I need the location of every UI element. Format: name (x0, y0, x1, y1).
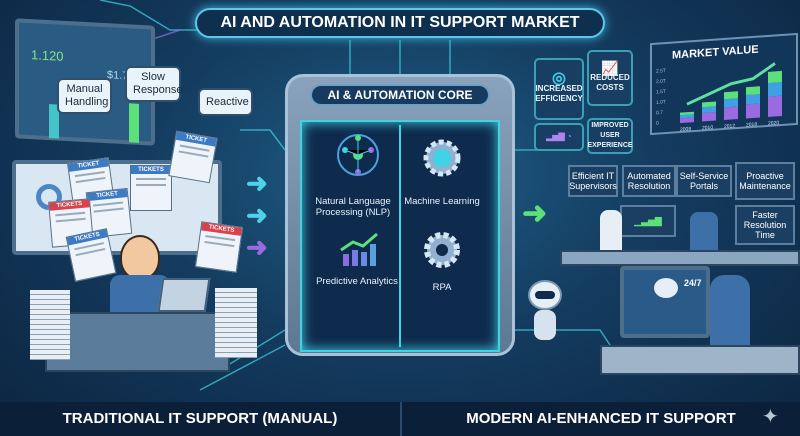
stat-value: 1.120 (31, 47, 64, 64)
network-icon (337, 134, 379, 176)
bar (746, 94, 760, 105)
x-tick-label: 2012 (724, 123, 735, 130)
trend-line (686, 62, 776, 106)
panel-efficient-supervisors: Efficient IT Supervisors (568, 165, 618, 197)
ticket: TICKETS (195, 221, 243, 273)
bar (724, 91, 738, 100)
x-tick-label: 2008 (680, 126, 691, 133)
brain-gear-icon (423, 139, 461, 177)
bubble-reactive: Reactive (198, 88, 253, 116)
arrow-right-icon: ➜ (246, 232, 268, 262)
bar (702, 101, 716, 108)
laptop-icon (157, 278, 211, 312)
arrow-right-icon: ➜ (246, 168, 268, 198)
y-tick-label: 1.5T (656, 89, 666, 96)
y-tick-label: 0 (656, 121, 659, 127)
bar (724, 98, 738, 108)
bar-chart-icon: ▂▅▇ ◔ (546, 132, 572, 141)
panel-self-service-portals: Self-Service Portals (676, 165, 732, 197)
bar (702, 111, 716, 122)
gear-icon (424, 232, 460, 268)
arrow-right-icon: ➜ (522, 197, 548, 230)
bar (768, 82, 782, 97)
bar (680, 111, 694, 116)
core-item-machine-learning: Machine Learning (404, 196, 480, 207)
growth-chart-screen: ▁▃▅▇ (620, 205, 676, 237)
supervisor-figure (690, 212, 718, 256)
bar (724, 106, 738, 120)
bar (680, 114, 694, 119)
core-divider (399, 125, 401, 347)
caption-modern: MODERN AI-ENHANCED IT SUPPORT (400, 402, 800, 436)
paper-stack (30, 290, 70, 360)
supervisor-figure (600, 210, 622, 260)
core-item-nlp: Natural Language Processing (NLP) (315, 196, 391, 218)
y-tick-label: 1.0T (656, 99, 666, 106)
bubble-manual-handling: Manual Handling (57, 78, 112, 114)
bar (680, 117, 694, 124)
benefit-improved-user-experience: IMPROVED USER EXPERIENCE (587, 118, 633, 154)
desk (45, 312, 230, 372)
bar (746, 86, 760, 96)
desk (600, 345, 800, 375)
x-tick-label: 2010 (702, 125, 713, 132)
panel-faster-resolution: Faster Resolution Time (735, 205, 795, 245)
benefit-increased-efficiency: ◎INCREASED EFFICIENCY (534, 58, 584, 120)
bar (768, 70, 782, 84)
ticket: TICKET (168, 130, 218, 184)
x-tick-label: 2018 (746, 122, 757, 129)
chart-plot: 0 0.7 1.0T 1.5T 2.0T 2.5T 2008 2010 2012 2018 2020 (656, 62, 782, 133)
paper-stack (215, 288, 257, 358)
core-item-rpa: RPA (432, 282, 452, 293)
sparkle-icon: ✦ (762, 406, 779, 428)
core-title: AI & AUTOMATION CORE (310, 84, 490, 106)
y-tick-label: 2.5T (656, 68, 666, 75)
arrow-right-icon: ➜ (246, 200, 268, 230)
target-icon: ◎ (552, 70, 566, 87)
x-tick-label: 2020 (768, 120, 779, 127)
panel-automated-resolution: Automated Resolution (622, 165, 676, 197)
y-tick-label: 2.0T (656, 78, 666, 85)
y-tick-label: 0.7 (656, 110, 663, 116)
growth-icon: 📈 (601, 60, 619, 76)
robot-icon (528, 280, 562, 310)
assistant-label: 24/7 (684, 278, 702, 288)
bar (746, 103, 760, 119)
assistant-monitor: 24/7 (620, 266, 710, 338)
analytics-card: ▂▅▇ ◔ (534, 123, 584, 151)
benefit-label: REDUCED COSTS (590, 73, 630, 92)
benefit-reduced-costs: 📈REDUCED COSTS (587, 50, 633, 106)
bar (702, 106, 716, 113)
bar-chart-icon (340, 232, 378, 266)
core-item-predictive-analytics: Predictive Analytics (316, 276, 398, 287)
ticket: TICKETS (130, 165, 172, 211)
page-title: AI AND AUTOMATION IN IT SUPPORT MARKET (195, 8, 605, 38)
benefit-label: INCREASED EFFICIENCY (535, 84, 583, 103)
caption-traditional: TRADITIONAL IT SUPPORT (MANUAL) (0, 402, 400, 436)
bar (768, 95, 782, 117)
bubble-slow-response: Slow Response (125, 66, 183, 102)
panel-proactive-maintenance: Proactive Maintenance (735, 162, 795, 200)
stressed-worker (120, 235, 160, 280)
desk (560, 250, 800, 266)
robot-icon (654, 278, 678, 298)
robot-body (534, 310, 556, 340)
